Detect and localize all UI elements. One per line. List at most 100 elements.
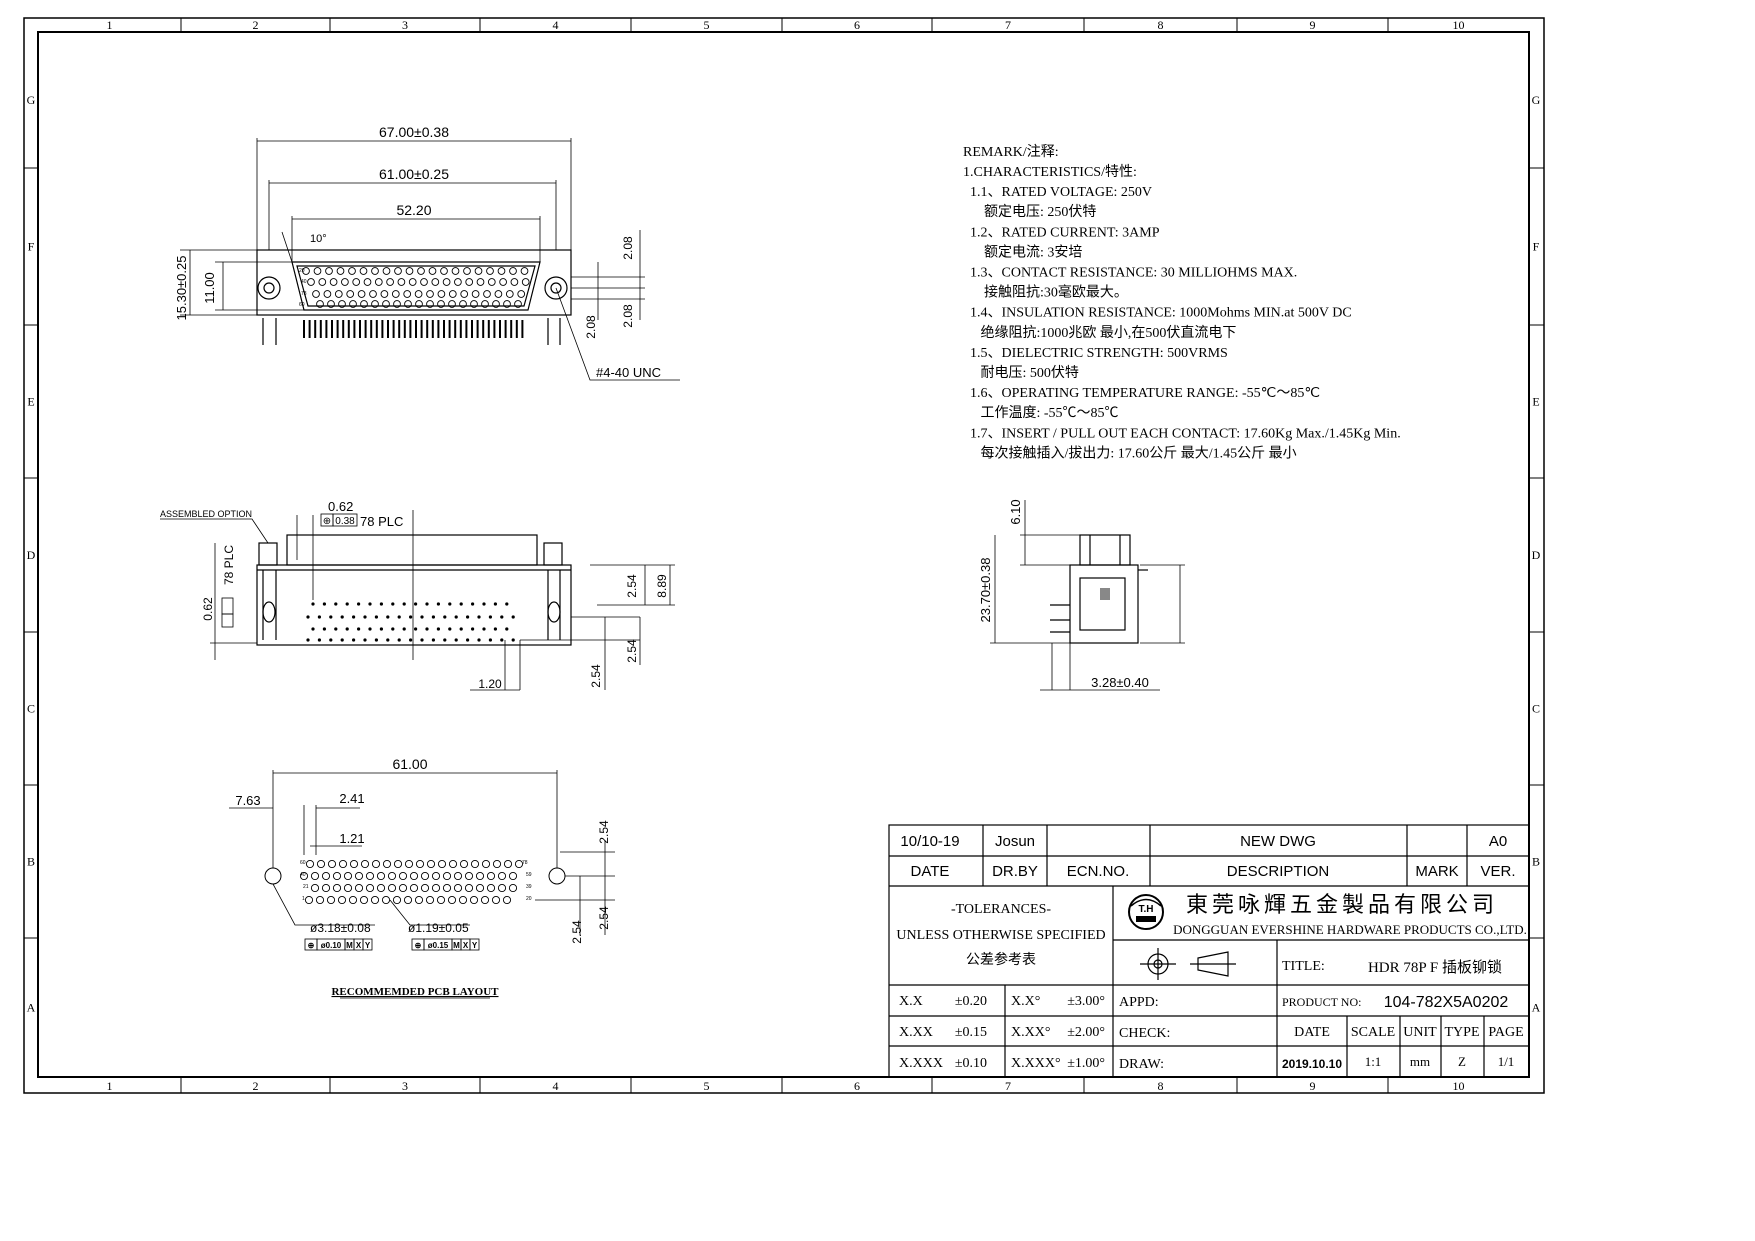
contact bbox=[391, 290, 400, 298]
zone-col-label: 5 bbox=[704, 1079, 710, 1093]
tolerance-title: -TOLERANCES- bbox=[951, 902, 1051, 917]
header-version: VER. bbox=[1480, 863, 1515, 880]
dim-pcb-right-low: 2.54 bbox=[570, 920, 584, 944]
svg-text:78: 78 bbox=[301, 291, 307, 297]
pin-dot bbox=[482, 602, 486, 606]
mount-hole-left bbox=[257, 276, 281, 300]
zone-row-label: G bbox=[27, 93, 36, 107]
pin-dot bbox=[431, 638, 435, 642]
pcb-hole bbox=[376, 883, 386, 893]
zone-col-label: 1 bbox=[107, 18, 113, 32]
pcb-hole bbox=[310, 883, 320, 893]
dim-pcb-offset: 7.63 bbox=[235, 793, 260, 808]
svg-text:60: 60 bbox=[300, 860, 306, 866]
pcb-hole bbox=[508, 883, 518, 893]
cell-unit-label: UNIT bbox=[1403, 1025, 1437, 1040]
zone-col-label: 4 bbox=[553, 18, 559, 32]
gdt-position-symbol: ⊕ bbox=[323, 516, 331, 527]
dim-mount-width: 52.20 bbox=[396, 202, 431, 218]
contact bbox=[514, 300, 522, 308]
side-view bbox=[256, 534, 572, 646]
pcb-hole bbox=[420, 883, 430, 893]
contact bbox=[509, 267, 517, 275]
dim-side-h2: 8.89 bbox=[655, 574, 669, 598]
remark-line: 1.5、DIELECTRIC STRENGTH: 500VRMS bbox=[963, 346, 1228, 361]
contact bbox=[323, 290, 332, 298]
contact bbox=[371, 300, 379, 308]
svg-text:40: 40 bbox=[300, 872, 306, 878]
dim-right-b: 2.08 bbox=[584, 315, 598, 339]
zone-col-label: 4 bbox=[553, 1079, 559, 1093]
contact bbox=[454, 278, 462, 286]
rev-date: 10/10-19 bbox=[900, 833, 959, 850]
pin-dot bbox=[420, 638, 424, 642]
pcb-hole bbox=[393, 859, 403, 869]
gdt-cell: Y bbox=[365, 941, 371, 950]
contact bbox=[307, 278, 315, 286]
contact bbox=[374, 278, 383, 286]
contact bbox=[437, 300, 445, 308]
side-view-dimensions bbox=[160, 510, 675, 691]
header-mark: MARK bbox=[1415, 863, 1458, 880]
pcb-hole bbox=[403, 895, 413, 905]
company-logo: T.H bbox=[1128, 894, 1164, 930]
zone-row-label: C bbox=[27, 702, 35, 716]
gdt-cell: ⊕ bbox=[415, 941, 422, 950]
side-shell bbox=[286, 534, 538, 566]
pcb-hole bbox=[448, 859, 458, 869]
zone-row-label: F bbox=[28, 240, 35, 254]
pcb-layout-caption: RECOMMEMDED PCB LAYOUT bbox=[331, 986, 499, 998]
pcb-hole bbox=[442, 871, 452, 881]
rev-by: Josun bbox=[995, 833, 1035, 850]
contact bbox=[346, 290, 355, 298]
top-pin-field bbox=[302, 267, 530, 308]
zone-row-label: D bbox=[1532, 548, 1541, 562]
tolerance-cell: X.XX° bbox=[1011, 1025, 1050, 1040]
pcb-hole bbox=[370, 895, 380, 905]
contact bbox=[448, 290, 457, 298]
pcb-hole bbox=[315, 895, 325, 905]
contact bbox=[316, 300, 324, 308]
pin-dot bbox=[374, 615, 378, 619]
pcb-hole bbox=[420, 871, 430, 881]
pin-dot bbox=[357, 602, 361, 606]
pcb-hole bbox=[381, 895, 391, 905]
contact bbox=[382, 300, 390, 308]
zone-ticks bbox=[24, 18, 1544, 1093]
contact bbox=[313, 267, 322, 275]
pcb-hole bbox=[475, 871, 485, 881]
svg-text:40: 40 bbox=[301, 279, 307, 285]
pcb-hole bbox=[480, 895, 490, 905]
pin-dot bbox=[357, 627, 361, 631]
pcb-hole bbox=[332, 871, 342, 881]
outer-frame bbox=[23, 17, 1545, 1094]
pcb-hole bbox=[497, 871, 507, 881]
pcb-layout bbox=[264, 859, 566, 905]
pcb-hole bbox=[354, 883, 364, 893]
zone-row-label: G bbox=[1532, 93, 1541, 107]
cell-page-label: PAGE bbox=[1488, 1025, 1523, 1040]
contact bbox=[437, 290, 446, 298]
contact bbox=[369, 290, 377, 298]
gdt-cell: ø0.15 bbox=[428, 941, 449, 950]
pin-dot bbox=[329, 638, 333, 642]
pin-dot bbox=[409, 638, 413, 642]
dim-pcb-pitch-a: 2.41 bbox=[339, 791, 364, 806]
pin-dot bbox=[477, 615, 481, 619]
zone-col-label: 3 bbox=[402, 1079, 408, 1093]
remark-line: 额定电压: 250伏特 bbox=[963, 204, 1096, 220]
pin-dot bbox=[397, 615, 401, 619]
zone-col-label: 8 bbox=[1158, 1079, 1164, 1093]
zone-col-label: 2 bbox=[253, 1079, 259, 1093]
svg-text:1: 1 bbox=[302, 896, 305, 902]
dim-flange-height: 15.30±0.25 bbox=[174, 256, 189, 321]
zone-row-label: D bbox=[27, 548, 36, 562]
contact bbox=[415, 300, 423, 308]
pcb-hole bbox=[514, 859, 524, 869]
gdt-cell: M bbox=[453, 941, 460, 950]
dim-end-height: 23.70±0.38 bbox=[978, 558, 993, 623]
contact bbox=[428, 267, 437, 275]
pin-dot bbox=[322, 627, 326, 631]
hole-small-callout: ø1.19±0.05 bbox=[408, 921, 469, 935]
